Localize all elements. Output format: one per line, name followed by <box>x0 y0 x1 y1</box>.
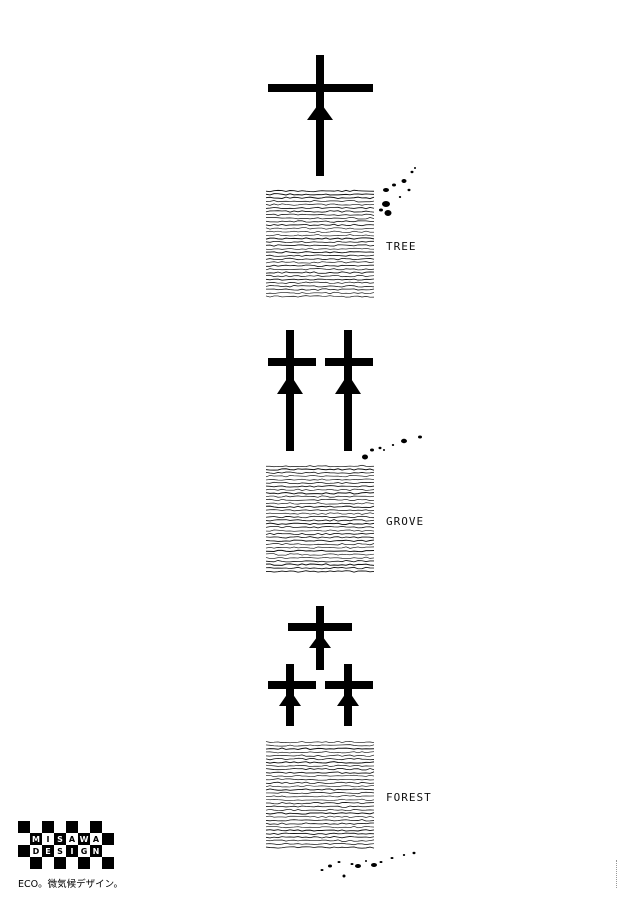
grove-label: GROVE <box>386 515 425 528</box>
ink-splatter <box>320 851 416 878</box>
logo-letter: G <box>81 847 88 856</box>
logo-letter: E <box>45 847 50 856</box>
forest-icon <box>268 606 373 726</box>
logo-letter: N <box>93 847 100 856</box>
logo-letter: A <box>93 835 100 844</box>
logo-letter: S <box>57 835 63 844</box>
ink-splatter <box>362 435 422 460</box>
logo-letter: M <box>32 835 40 844</box>
tree-icon <box>268 55 373 176</box>
tagline: ECO。微気候デザイン。 <box>18 879 124 890</box>
forest-label: FOREST <box>386 791 432 804</box>
logo-letter: I <box>47 835 50 844</box>
tree-ground-hatch <box>265 189 375 298</box>
logo-letter: S <box>57 847 63 856</box>
ink-splatter <box>379 167 416 216</box>
grove-icon <box>268 330 373 451</box>
checkered-logo-icon <box>18 821 114 869</box>
logo-letter: A <box>69 835 76 844</box>
logo-letter: I <box>71 847 74 856</box>
grove-ground-hatch <box>265 464 375 573</box>
logo-letter: D <box>33 847 40 856</box>
vertical-credit-line <box>616 860 621 888</box>
logo-letter: W <box>80 835 89 844</box>
tree-label: TREE <box>386 240 417 253</box>
forest-ground-hatch <box>265 740 375 849</box>
